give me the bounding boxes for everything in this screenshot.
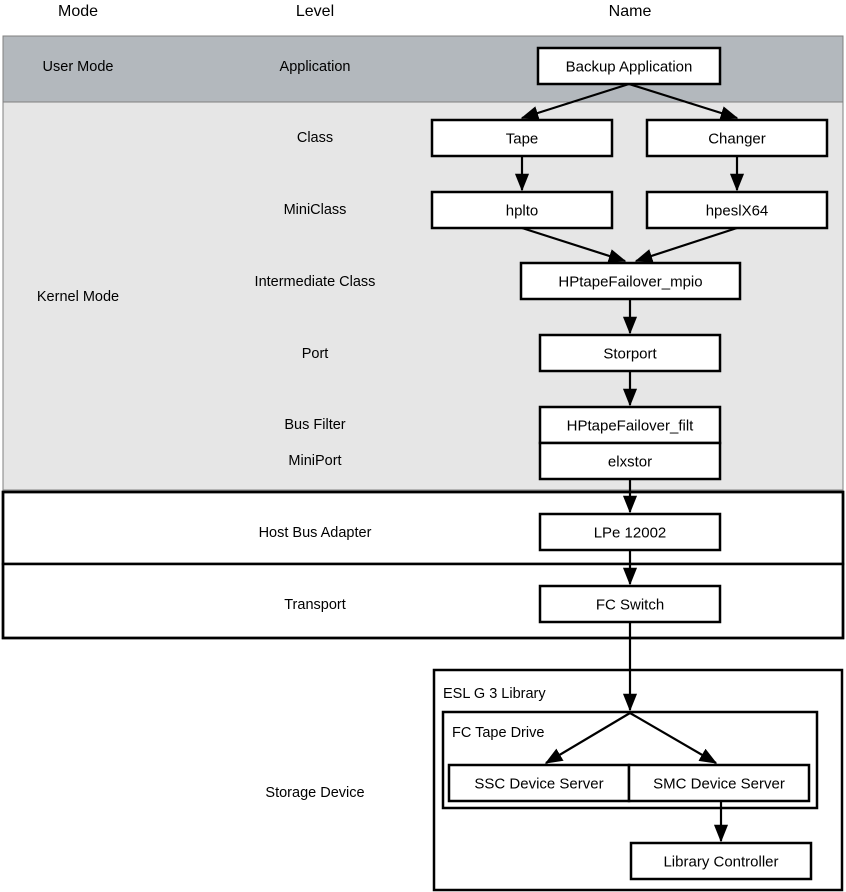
level-label-storage-device: Storage Device	[265, 785, 364, 801]
level-label-class: Class	[297, 130, 333, 146]
node-label-elxstor: elxstor	[608, 454, 652, 471]
node-label-hptapefailover-filt: HPtapeFailover_filt	[567, 418, 695, 435]
node-lpe-12002[interactable]	[538, 512, 722, 552]
node-label-tape: Tape	[506, 131, 539, 148]
node-label-hpeslx64: hpeslX64	[706, 203, 769, 220]
node-storport[interactable]	[538, 333, 722, 373]
node-fc-switch[interactable]	[538, 584, 722, 624]
mode-label-kernel-mode: Kernel Mode	[37, 289, 119, 305]
group-label-esl-g3-library: ESL G 3 Library	[443, 686, 546, 702]
node-label-ssc-device-server: SSC Device Server	[474, 776, 603, 793]
groups-layer	[432, 668, 844, 892]
node-smc-device-server[interactable]	[627, 763, 811, 803]
node-library-controller[interactable]	[629, 841, 813, 881]
connector-hpeslx64-to-mpio	[634, 226, 738, 263]
group-label-fc-tape-drive: FC Tape Drive	[452, 725, 544, 741]
node-hplto[interactable]	[430, 190, 614, 230]
node-label-backup-application: Backup Application	[566, 59, 693, 76]
column-header-name: Name	[609, 3, 652, 20]
level-label-host-bus-adapter: Host Bus Adapter	[259, 525, 372, 541]
node-label-hptapefailover-mpio: HPtapeFailover_mpio	[558, 274, 702, 291]
node-label-storport: Storport	[603, 346, 657, 363]
nodes-layer	[430, 46, 829, 881]
lower-bands-frame	[1, 490, 845, 640]
node-label-lpe-12002: LPe 12002	[594, 525, 667, 542]
node-hptapefailover-filt[interactable]	[538, 405, 722, 445]
column-header-mode: Mode	[58, 3, 98, 20]
node-backup-application[interactable]	[536, 46, 722, 86]
node-ssc-device-server[interactable]	[447, 763, 631, 803]
node-label-fc-switch: FC Switch	[596, 597, 664, 614]
connector-hplto-to-mpio	[521, 226, 627, 263]
node-elxstor[interactable]	[538, 441, 722, 481]
level-label-application: Application	[280, 59, 351, 75]
node-label-changer: Changer	[708, 131, 766, 148]
level-label-intermediate-class: Intermediate Class	[255, 274, 376, 290]
node-changer[interactable]	[645, 118, 829, 158]
connector-tapedrive-to-smc	[629, 712, 718, 764]
level-label-port: Port	[302, 346, 329, 362]
level-label-miniclass: MiniClass	[284, 202, 347, 218]
node-label-hplto: hplto	[506, 203, 539, 220]
level-label-bus-filter: Bus Filter	[284, 417, 345, 433]
group-esl-g3-library	[432, 668, 844, 892]
connectors-layer	[514, 82, 745, 843]
mode-label-user-mode: User Mode	[43, 59, 114, 75]
node-label-library-controller: Library Controller	[663, 854, 778, 871]
group-fc-tape-drive	[441, 710, 819, 810]
node-label-smc-device-server: SMC Device Server	[653, 776, 785, 793]
level-label-transport: Transport	[284, 597, 346, 613]
column-header-level: Level	[296, 3, 334, 20]
connector-backup-to-changer	[628, 82, 739, 120]
level-label-miniport: MiniPort	[288, 453, 341, 469]
node-tape[interactable]	[430, 118, 614, 158]
node-hptapefailover-mpio[interactable]	[519, 261, 742, 301]
node-hpeslx64[interactable]	[645, 190, 829, 230]
connector-backup-to-tape	[520, 82, 630, 120]
connector-tapedrive-to-ssc	[544, 712, 631, 764]
